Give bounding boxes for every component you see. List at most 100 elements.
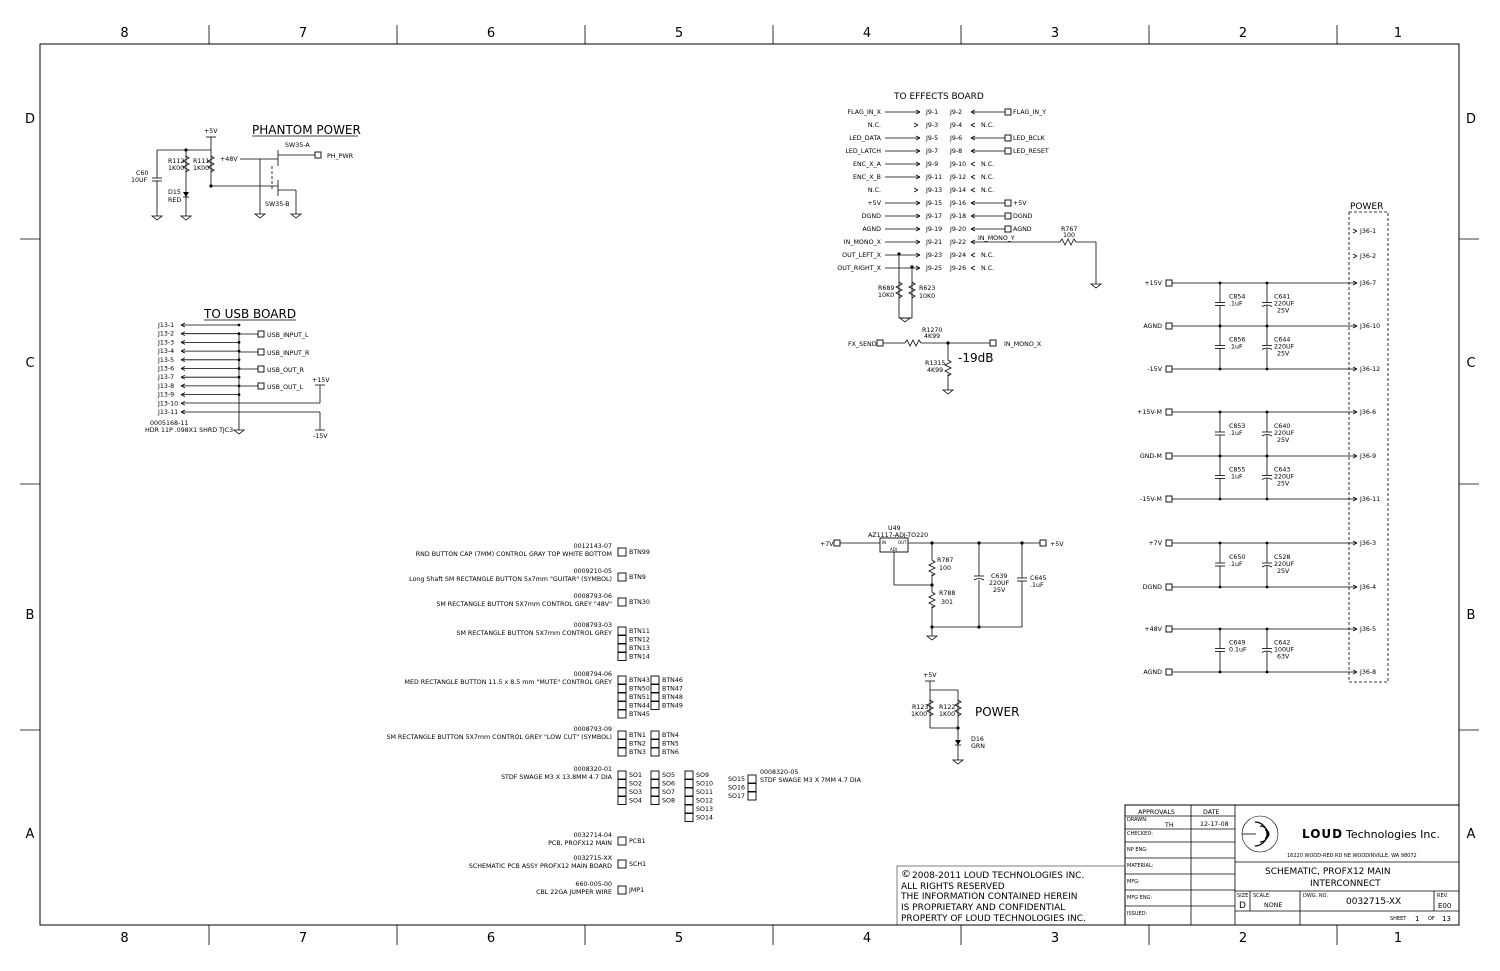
bom-ref-box	[617, 796, 627, 805]
arrow-icon	[915, 161, 921, 167]
d15-ref: D15	[168, 189, 181, 196]
d16-value: GRN	[971, 743, 985, 750]
column-marker-top: 3	[1051, 26, 1059, 41]
bom-ref-designator: SO13	[696, 806, 713, 813]
off-page-connector	[1004, 212, 1012, 220]
ground-symbol	[951, 759, 965, 765]
bom-ref-box	[684, 787, 694, 797]
row-marker-right: B	[1467, 608, 1476, 623]
row-marker-right: D	[1466, 112, 1476, 127]
no-connect-icon	[970, 252, 976, 258]
fx-pin-odd: J9-7	[925, 148, 938, 155]
phantom-power-section: PHANTOM POWER +5V R112 1K00 R111 1K00 C6…	[131, 123, 361, 221]
no-connect-icon	[913, 187, 919, 193]
bom-ref-box	[684, 796, 694, 805]
mfg-label: MFG:	[1127, 879, 1140, 885]
bom-ref-designator: BTN5	[662, 741, 679, 748]
j36-pin-label: J36-8	[1359, 669, 1376, 676]
attenuation-label: -19dB	[958, 351, 993, 365]
bom-ref-box	[617, 635, 627, 644]
bom-part-number: 0008320-01	[574, 766, 612, 773]
bom-ref-box	[650, 747, 660, 757]
off-page-connector	[1004, 147, 1012, 155]
column-marker-bottom: 1	[1394, 931, 1402, 946]
bom-ref-box	[617, 701, 627, 710]
bom-ref-designator: BTN9	[629, 574, 646, 581]
u49-pin-adj: ADJ	[890, 547, 897, 552]
d16-ref: D16	[971, 736, 984, 743]
row-marker-left: C	[25, 356, 34, 371]
no-connect-icon	[970, 161, 976, 167]
u49-pin-in: IN	[882, 540, 886, 545]
copyright-line-2: ALL RIGHTS RESERVED	[901, 882, 1005, 892]
copyright-line-1: 2008-2011 LOUD TECHNOLOGIES INC.	[912, 871, 1084, 881]
fx-pin-even: J9-16	[949, 200, 966, 207]
fx-right-net: N.C.	[981, 265, 994, 272]
fx-pin-odd: J9-3	[925, 122, 938, 129]
r1270-ref: R1270	[922, 327, 942, 334]
dwg-no-value: 0032715-XX	[1346, 897, 1401, 907]
column-marker-top: 1	[1394, 26, 1402, 41]
row-marker-right: C	[1466, 356, 1475, 371]
off-page-connector	[1004, 108, 1012, 116]
cap-value: 0.1uF	[1229, 647, 1247, 654]
arrow-icon	[915, 200, 921, 206]
column-marker-bottom: 3	[1051, 931, 1059, 946]
sw35b-ref: SW35-B	[265, 201, 290, 208]
off-page-connector	[1165, 452, 1173, 460]
usb-pin-label: J13-3	[157, 339, 174, 346]
u49-ref: U49	[888, 525, 901, 532]
bom-ref-box	[617, 836, 627, 846]
bom-part-number: 0008793-06	[574, 593, 612, 600]
power-net-label: +48V	[1144, 626, 1162, 633]
copyright-line-4: IS PROPRIETARY AND CONFIDENTIAL	[901, 903, 1065, 913]
r111-value: 1K00	[193, 165, 209, 172]
usb-pin-label: J13-11	[157, 409, 178, 416]
issued-label: ISSUED:	[1127, 911, 1147, 917]
bom-ref-designator: BTN14	[629, 654, 650, 661]
arrow-icon	[915, 213, 921, 219]
column-marker-top: 4	[863, 26, 871, 41]
usb-pin-label: J13-9	[157, 392, 174, 399]
bom-ref-designator: SO15	[728, 776, 745, 783]
no-connect-icon	[913, 122, 919, 128]
j36-pin-label: J36-3	[1359, 540, 1376, 547]
fx-right-net: N.C.	[981, 161, 994, 168]
fx-pin-even: J9-2	[949, 109, 962, 116]
bom-description: SM RECTANGLE BUTTON 5X7mm CONTROL GREY "…	[436, 601, 612, 608]
sheet-value: 1	[1415, 915, 1419, 923]
arrow-icon	[915, 174, 921, 180]
cap-ref: C640	[1274, 423, 1290, 430]
size-label: SIZE	[1237, 893, 1248, 899]
bom-part-number: 0012143-07	[574, 543, 612, 550]
bom-part-number: 0008793-03	[574, 622, 612, 629]
fx-left-net: ENC_X_B	[853, 174, 881, 181]
arrow-icon	[915, 135, 921, 141]
copyright-line-5: PROPERTY OF LOUD TECHNOLOGIES INC.	[901, 914, 1086, 924]
company-address: 16220 WOOD-RED RD NE WOODINVILLE, WA 980…	[1287, 853, 1417, 859]
usb-pin-label: J13-10	[157, 400, 178, 407]
bom-ref-designator: BTN43	[629, 677, 650, 684]
j36-connector-outline	[1348, 211, 1389, 683]
usb-input-r-net: USB_INPUT_R	[267, 350, 310, 357]
bom-part-number: 0008794-06	[574, 671, 612, 678]
bom-ref-designator: SO14	[696, 815, 713, 822]
r788-ref: R788	[939, 590, 955, 597]
bom-ref-designator: SO17	[728, 793, 745, 800]
bom-ref-box	[684, 779, 694, 788]
row-marker-left: B	[26, 608, 35, 623]
cap-voltage: 25V	[1277, 308, 1290, 315]
arrow-icon	[915, 148, 921, 154]
r1315-value: 4K99	[927, 367, 943, 374]
bom-description: SM RECTANGLE BUTTON 5X7mm CONTROL GREY	[456, 630, 612, 637]
cap-ref: C649	[1229, 640, 1245, 647]
scale-value: NONE	[1264, 902, 1282, 909]
c60-value: 10UF	[131, 177, 148, 184]
cap-value: .1uF	[1229, 474, 1243, 481]
power-net-label: +15V	[1144, 280, 1162, 287]
cap-value: 220UF	[1274, 301, 1295, 308]
bom-ref-box	[617, 597, 627, 607]
bom-ref-designator: BTN2	[629, 741, 646, 748]
fx-pin-even: J9-10	[949, 161, 966, 168]
